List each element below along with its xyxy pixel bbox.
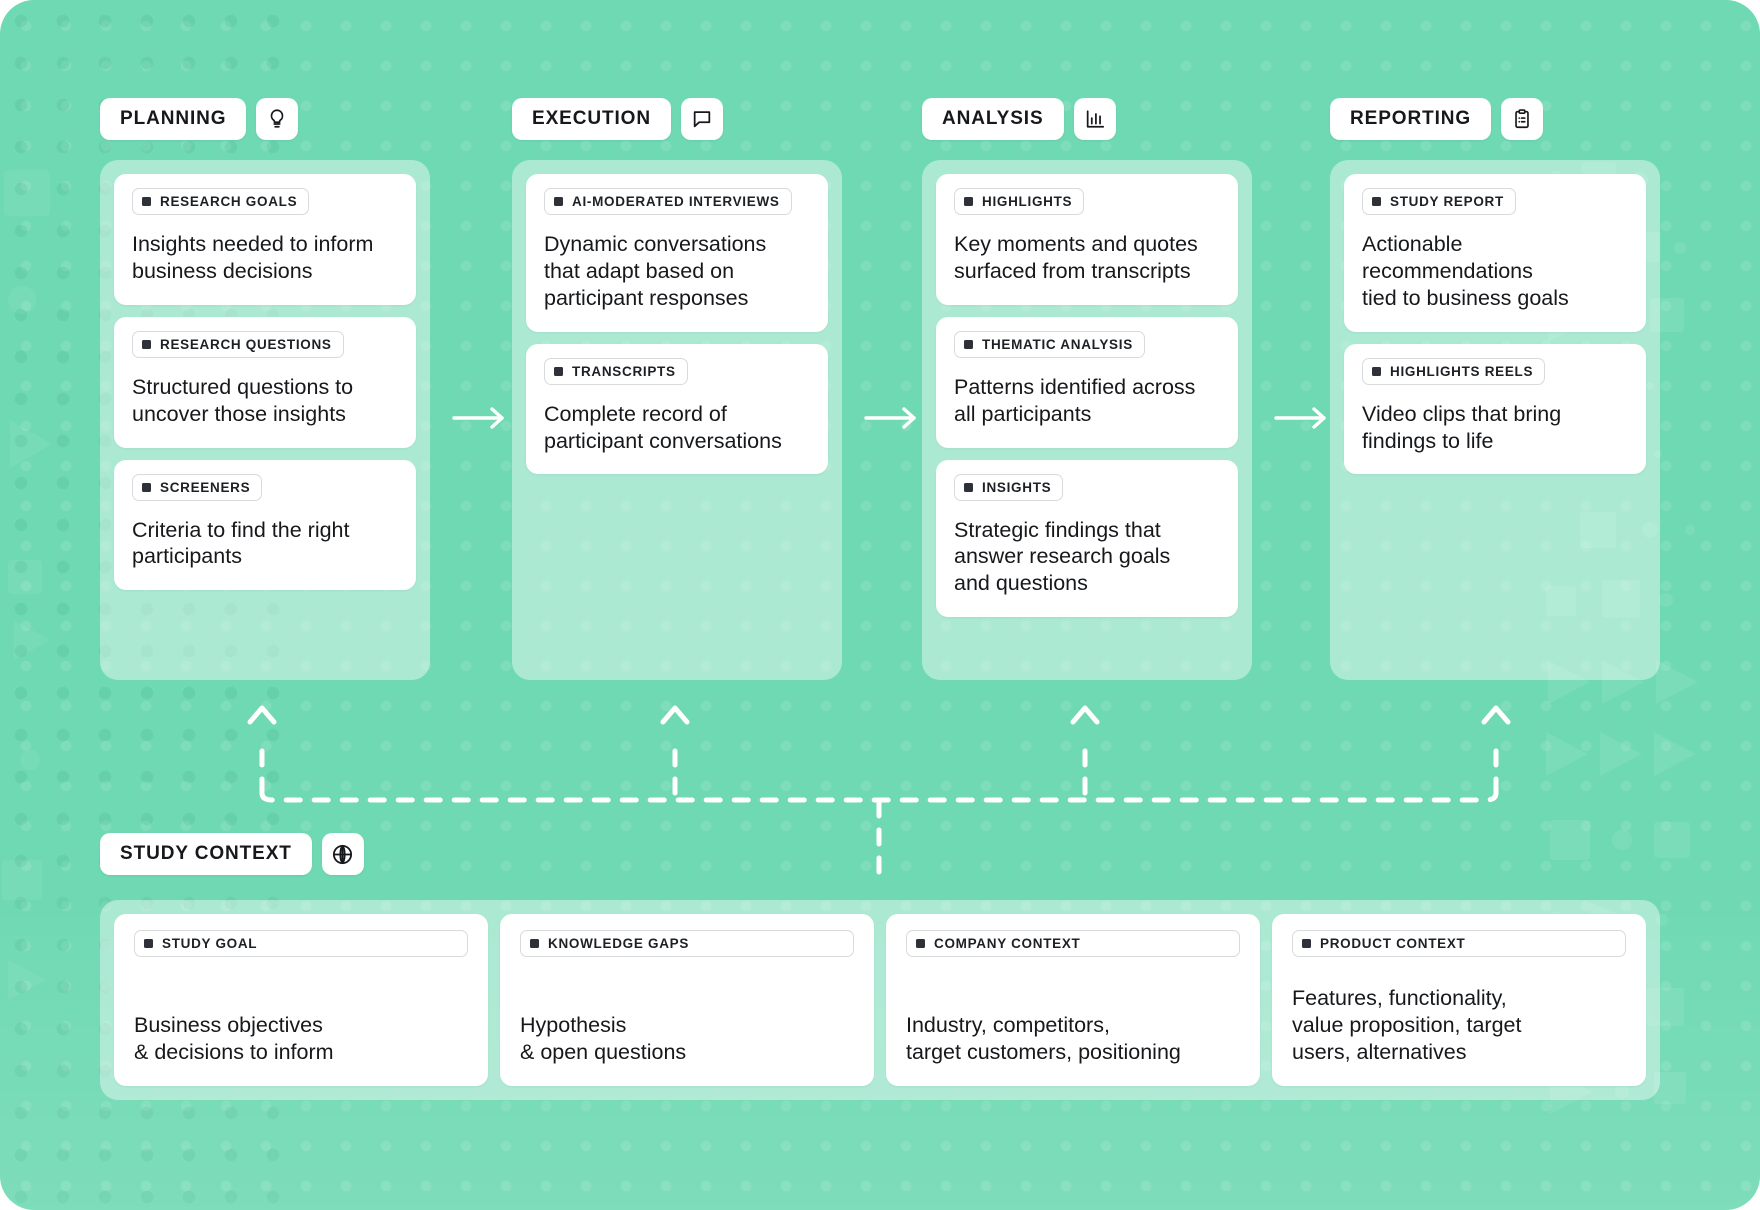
chip-study-report: STUDY REPORT	[1362, 188, 1516, 215]
card-screeners[interactable]: SCREENERS Criteria to find the right par…	[114, 459, 416, 591]
card-thematic-analysis[interactable]: THEMATIC ANALYSIS Patterns identified ac…	[936, 316, 1238, 448]
globe-icon-button[interactable]	[321, 833, 364, 875]
square-bullet-icon	[916, 939, 925, 948]
speech-bubble-icon-button[interactable]	[680, 98, 723, 140]
card-body: Business objectives & decisions to infor…	[134, 1013, 334, 1065]
card-transcripts[interactable]: TRANSCRIPTS Complete record of participa…	[526, 343, 828, 475]
clipboard-list-icon	[1511, 108, 1533, 130]
flow-arrow-2	[864, 405, 920, 436]
card-body: Key moments and quotes surfaced from tra…	[954, 232, 1198, 283]
square-bullet-icon	[1372, 366, 1381, 376]
flow-arrow-3	[1274, 405, 1330, 436]
stage-title-planning[interactable]: PLANNING	[100, 98, 247, 140]
card-body: Structured questions to uncover those in…	[132, 374, 354, 426]
card-highlights[interactable]: HIGHLIGHTS Key moments and quotes surfac…	[936, 174, 1238, 305]
stage-title-analysis[interactable]: ANALYSIS	[922, 98, 1064, 140]
square-bullet-icon	[964, 339, 973, 349]
flow-arrow-1	[452, 405, 508, 436]
chip-product-context: PRODUCT CONTEXT	[1292, 930, 1626, 957]
chip-label: KNOWLEDGE GAPS	[548, 936, 690, 951]
chip-research-goals: RESEARCH GOALS	[132, 188, 310, 215]
chip-thematic-analysis: THEMATIC ANALYSIS	[954, 330, 1145, 358]
stage-title-execution[interactable]: EXECUTION	[512, 98, 671, 140]
square-bullet-icon	[144, 939, 153, 948]
bar-chart-icon-button[interactable]	[1073, 98, 1116, 140]
chip-label: TRANSCRIPTS	[572, 363, 676, 379]
chip-transcripts: TRANSCRIPTS	[544, 357, 688, 385]
chip-label: HIGHLIGHTS REELS	[1390, 363, 1534, 379]
card-body: Actionable recommendations tied to busin…	[1362, 232, 1569, 310]
card-body: Hypothesis & open questions	[520, 1013, 687, 1065]
chip-label: INSIGHTS	[982, 479, 1052, 495]
chip-label: HIGHLIGHTS	[982, 194, 1073, 209]
card-body: Patterns identified across all participa…	[954, 374, 1196, 426]
chip-highlights: HIGHLIGHTS	[954, 188, 1085, 215]
square-bullet-icon	[1372, 197, 1381, 206]
chip-company-context: COMPANY CONTEXT	[906, 930, 1240, 957]
card-company-context[interactable]: COMPANY CONTEXT Industry, competitors, t…	[886, 914, 1260, 1086]
chip-highlights-reels: HIGHLIGHTS REELS	[1362, 357, 1546, 385]
chip-label: AI-MODERATED INTERVIEWS	[572, 194, 780, 209]
stage-header-reporting: REPORTING	[1330, 98, 1544, 140]
chip-label: RESEARCH QUESTIONS	[160, 336, 332, 352]
card-knowledge-gaps[interactable]: KNOWLEDGE GAPS Hypothesis & open questio…	[500, 914, 874, 1086]
square-bullet-icon	[1302, 939, 1311, 948]
card-highlights-reels[interactable]: HIGHLIGHTS REELS Video clips that bring …	[1344, 343, 1646, 475]
stage-title-reporting[interactable]: REPORTING	[1330, 98, 1492, 140]
square-bullet-icon	[142, 197, 151, 206]
card-body: Strategic findings that answer research …	[954, 517, 1171, 596]
card-product-context[interactable]: PRODUCT CONTEXT Features, functionality,…	[1272, 914, 1646, 1086]
chip-label: RESEARCH GOALS	[160, 194, 298, 209]
chip-screeners: SCREENERS	[132, 473, 263, 501]
card-body: Video clips that bring findings to life	[1362, 401, 1562, 453]
lightbulb-icon-button[interactable]	[256, 98, 299, 140]
chip-label: PRODUCT CONTEXT	[1320, 936, 1466, 951]
card-body: Dynamic conversations that adapt based o…	[544, 232, 767, 310]
chip-insights: INSIGHTS	[954, 473, 1064, 501]
card-ai-moderated-interviews[interactable]: AI-MODERATED INTERVIEWS Dynamic conversa…	[526, 174, 828, 332]
chip-study-goal: STUDY GOAL	[134, 930, 468, 957]
card-research-goals[interactable]: RESEARCH GOALS Insights needed to inform…	[114, 174, 416, 305]
chip-research-questions: RESEARCH QUESTIONS	[132, 330, 344, 358]
stage-header-analysis: ANALYSIS	[922, 98, 1116, 140]
chip-label: SCREENERS	[160, 479, 251, 495]
lightbulb-icon	[266, 108, 288, 130]
square-bullet-icon	[554, 197, 563, 206]
speech-bubble-icon	[691, 108, 713, 130]
context-header: STUDY CONTEXT	[100, 833, 364, 875]
globe-icon	[331, 843, 354, 866]
context-panel: STUDY GOAL Business objectives & decisio…	[100, 900, 1660, 1100]
square-bullet-icon	[142, 339, 151, 349]
square-bullet-icon	[964, 197, 973, 206]
card-body: Insights needed to inform business decis…	[132, 232, 374, 283]
square-bullet-icon	[964, 482, 973, 492]
chip-knowledge-gaps: KNOWLEDGE GAPS	[520, 930, 854, 957]
card-insights[interactable]: INSIGHTS Strategic findings that answer …	[936, 459, 1238, 618]
chip-label: COMPANY CONTEXT	[934, 936, 1081, 951]
card-body: Criteria to find the right participants	[132, 517, 350, 569]
clipboard-list-icon-button[interactable]	[1501, 98, 1544, 140]
card-body: Features, functionality, value propositi…	[1292, 986, 1522, 1065]
chip-ai-moderated-interviews: AI-MODERATED INTERVIEWS	[544, 188, 792, 215]
stage-header-execution: EXECUTION	[512, 98, 723, 140]
chip-label: THEMATIC ANALYSIS	[982, 336, 1133, 352]
stage-panel-execution: AI-MODERATED INTERVIEWS Dynamic conversa…	[512, 160, 842, 680]
stage-panel-reporting: STUDY REPORT Actionable recommendations …	[1330, 160, 1660, 680]
card-study-report[interactable]: STUDY REPORT Actionable recommendations …	[1344, 174, 1646, 332]
context-title[interactable]: STUDY CONTEXT	[100, 833, 312, 875]
card-research-questions[interactable]: RESEARCH QUESTIONS Structured questions …	[114, 316, 416, 448]
card-body: Industry, competitors, target customers,…	[906, 1013, 1181, 1065]
background-shapes-left	[2, 170, 52, 1000]
square-bullet-icon	[530, 939, 539, 948]
card-body: Complete record of participant conversat…	[544, 401, 782, 453]
square-bullet-icon	[554, 366, 563, 376]
stage-header-planning: PLANNING	[100, 98, 299, 140]
stage-panel-planning: RESEARCH GOALS Insights needed to inform…	[100, 160, 430, 680]
card-study-goal[interactable]: STUDY GOAL Business objectives & decisio…	[114, 914, 488, 1086]
bar-chart-icon	[1084, 108, 1106, 130]
square-bullet-icon	[142, 482, 151, 492]
stage-panel-analysis: HIGHLIGHTS Key moments and quotes surfac…	[922, 160, 1252, 680]
chip-label: STUDY GOAL	[162, 936, 258, 951]
chip-label: STUDY REPORT	[1390, 194, 1504, 209]
